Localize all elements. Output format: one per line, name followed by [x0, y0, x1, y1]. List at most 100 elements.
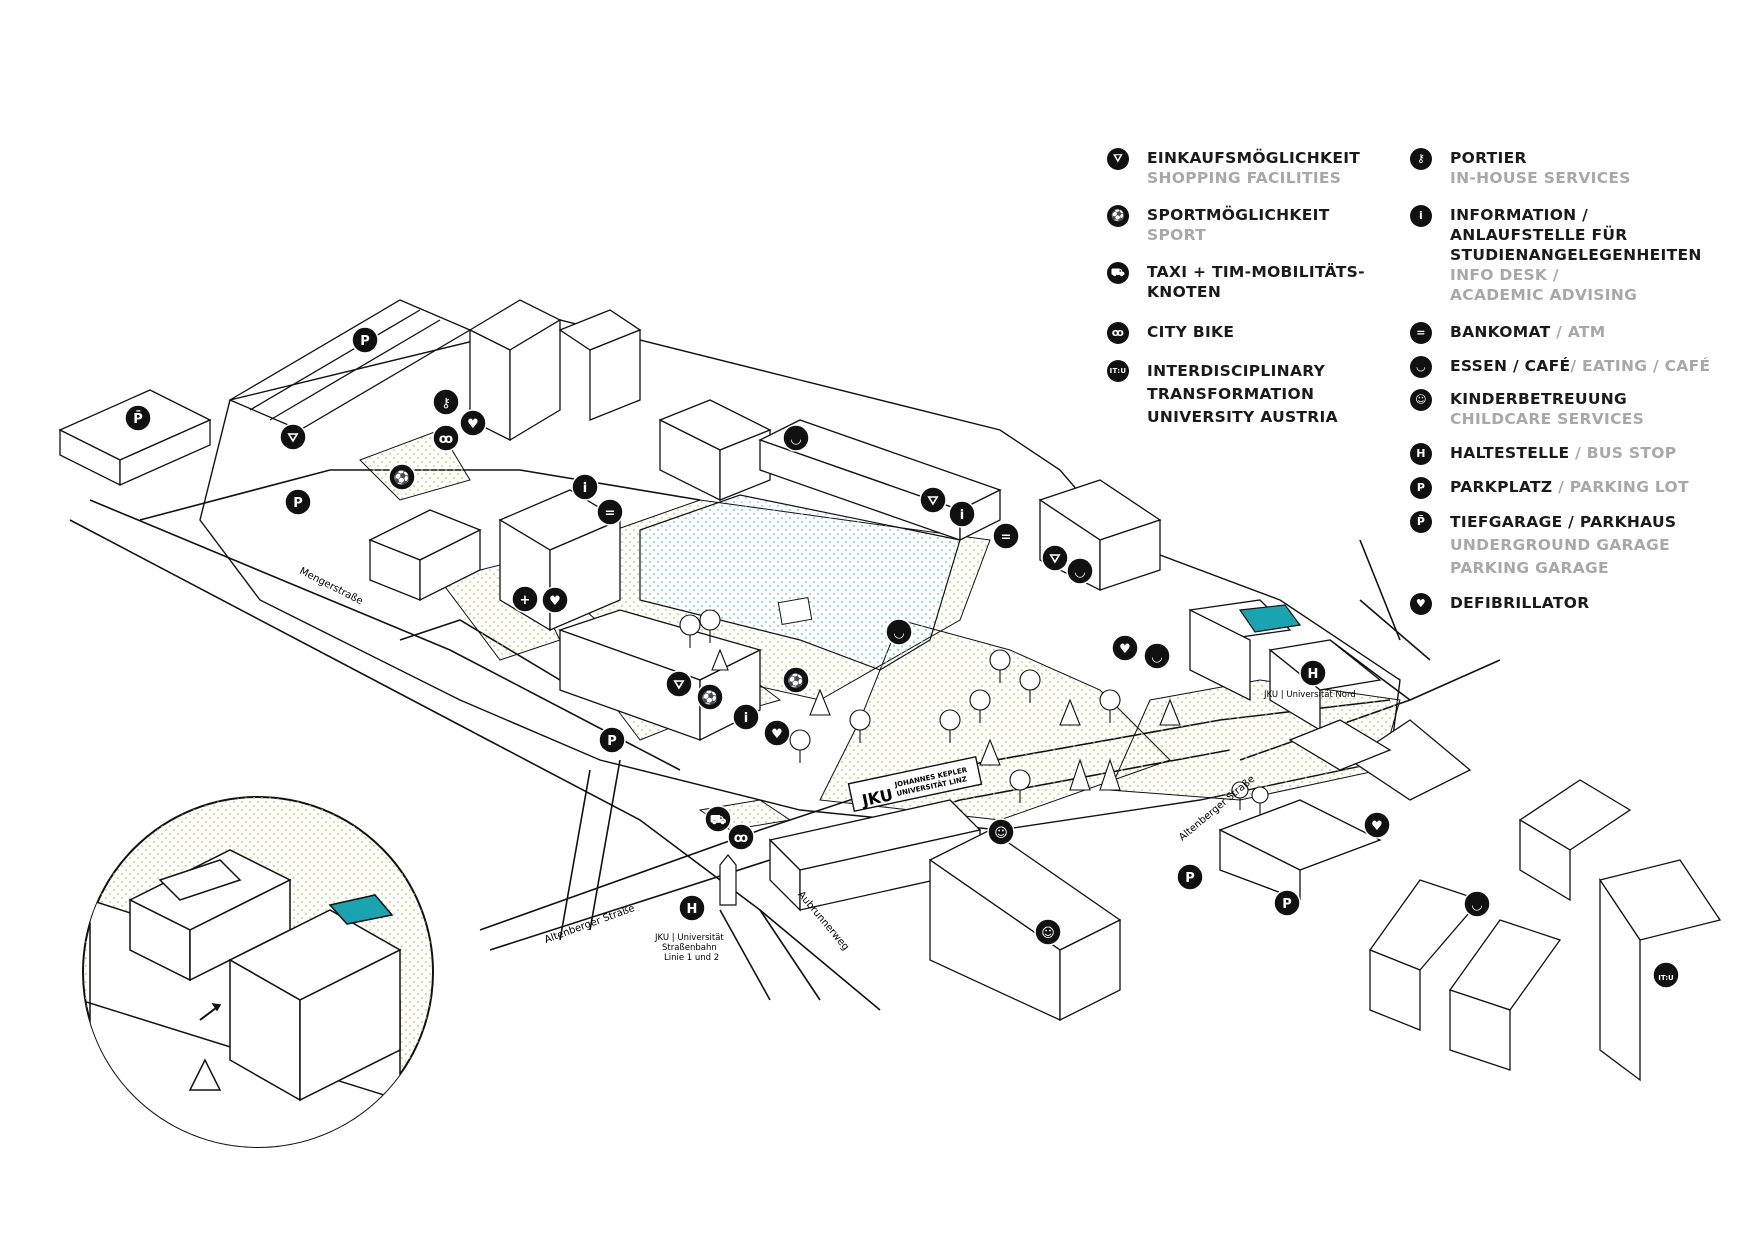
- parking-icon: P: [598, 726, 626, 754]
- medical-cross-icon: +: [511, 585, 539, 613]
- svg-text:=: =: [1001, 530, 1012, 545]
- svg-text:◡: ◡: [1472, 898, 1482, 913]
- svg-text:⚽: ⚽: [787, 673, 804, 689]
- bus-stop-icon: H: [1299, 659, 1327, 687]
- shopping-bag-icon: ⛛: [919, 486, 947, 514]
- defibrillator-icon: ♥: [459, 409, 487, 437]
- svg-text:=: =: [605, 506, 616, 521]
- defibrillator-icon: ♥: [541, 586, 569, 614]
- svg-text:i: i: [960, 508, 964, 523]
- stop-label-tram-line1: JKU | Universität: [654, 933, 724, 943]
- legend-label-de: INTERDISCIPLINARY: [1147, 362, 1326, 380]
- svg-text:P: P: [360, 334, 370, 349]
- key-icon: ⚷: [1410, 148, 1432, 170]
- legend-label-en: SPORT: [1147, 226, 1207, 244]
- stop-label-tram-line2: Straßenbahn: [662, 943, 717, 953]
- svg-text:♥: ♥: [467, 417, 479, 432]
- taxi-icon: ⛟: [1107, 262, 1129, 284]
- legend-label-en: / BUS STOP: [1575, 444, 1677, 462]
- street-label-altenberger-west: Altenberger Straße: [543, 903, 636, 946]
- legend-label-en: SHOPPING FACILITIES: [1147, 169, 1342, 187]
- legend-label-en: UNDERGROUND GARAGE: [1450, 536, 1670, 554]
- football-icon: ⚽: [388, 463, 416, 491]
- atm-icon: =: [992, 522, 1020, 550]
- svg-text:⛛: ⛛: [1049, 552, 1062, 567]
- svg-text:◡: ◡: [1152, 650, 1162, 665]
- svg-text:♥: ♥: [549, 594, 561, 609]
- trees: [679, 609, 1269, 815]
- legend-label-de-line3: STUDIENANGELEGENHEITEN: [1450, 246, 1702, 264]
- parking-icon: P: [1176, 863, 1204, 891]
- svg-text:+: +: [520, 593, 531, 608]
- parking-icon: P: [284, 488, 312, 516]
- legend-label-de: PORTIER: [1450, 149, 1527, 167]
- svg-text:P: P: [1185, 871, 1195, 886]
- svg-text:⚽: ⚽: [701, 690, 718, 706]
- coffee-cup-icon: ◡: [885, 618, 913, 646]
- legend-label-de: KINDERBETREUUNG: [1450, 390, 1628, 408]
- svg-text:♥: ♥: [1371, 819, 1383, 834]
- info-icon: i: [948, 500, 976, 528]
- defibrillator-icon: ♥: [1111, 634, 1139, 662]
- bicycle-icon: ꝏ: [432, 424, 460, 452]
- svg-text:◡: ◡: [894, 626, 904, 641]
- legend-label-en: / EATING / CAFÉ: [1570, 357, 1711, 375]
- coffee-cup-icon: ◡: [1066, 557, 1094, 585]
- bus-stop-icon: H: [678, 894, 706, 922]
- stop-label-universitaet-nord: JKU | Universität Nord: [1263, 690, 1356, 700]
- parking-garage-icon: P̄: [124, 404, 152, 432]
- legend-label-de: CITY BIKE: [1147, 323, 1235, 341]
- it-u-logo-icon: IT:U: [1652, 961, 1680, 989]
- svg-text:⚷: ⚷: [441, 396, 451, 411]
- svg-text:⛟: ⛟: [710, 813, 726, 828]
- svg-text:◡: ◡: [1075, 565, 1085, 580]
- svg-text:i: i: [744, 711, 748, 726]
- legend-label-de: INFORMATION /: [1450, 206, 1589, 224]
- tram-stop-marker: [719, 854, 737, 906]
- legend-label-de: TAXI + TIM-MOBILITÄTS-: [1147, 263, 1365, 281]
- teddy-bear-icon: ☺: [1410, 389, 1432, 411]
- svg-text:ꝏ: ꝏ: [734, 831, 748, 846]
- svg-text:ꝏ: ꝏ: [439, 432, 453, 447]
- svg-text:⛛: ⛛: [927, 494, 940, 509]
- atm-icon: =: [596, 498, 624, 526]
- legend-label-de: DEFIBRILLATOR: [1450, 594, 1590, 612]
- svg-text:⚽: ⚽: [393, 470, 410, 486]
- atm-icon: =: [1410, 322, 1432, 344]
- legend-label-de-line3: UNIVERSITY AUSTRIA: [1147, 408, 1338, 426]
- svg-text:♥: ♥: [771, 727, 783, 742]
- info-icon: i: [732, 703, 760, 731]
- legend-label-en-line2: PARKING GARAGE: [1450, 559, 1609, 577]
- inset-detail-map: [82, 796, 434, 1148]
- parking-icon: P: [1410, 477, 1432, 499]
- svg-text:⛛: ⛛: [673, 678, 686, 693]
- stop-label-tram-line3: Linie 1 und 2: [664, 953, 719, 963]
- coffee-cup-icon: ◡: [1143, 642, 1171, 670]
- legend-label-en: CHILDCARE SERVICES: [1450, 410, 1645, 428]
- svg-text:P: P: [607, 734, 617, 749]
- parking-garage-icon: P̄: [1410, 511, 1432, 533]
- shopping-bag-icon: ⛛: [1107, 148, 1129, 170]
- bicycle-icon: ꝏ: [1107, 322, 1129, 344]
- info-icon: i: [571, 473, 599, 501]
- legend-label-de: BANKOMAT: [1450, 323, 1551, 341]
- defibrillator-icon: ♥: [763, 719, 791, 747]
- buildings: [58, 299, 1722, 1082]
- parking-icon: P: [1273, 889, 1301, 917]
- svg-text:IT:U: IT:U: [1658, 974, 1674, 982]
- shopping-bag-icon: ⛛: [1041, 544, 1069, 572]
- info-icon: i: [1410, 205, 1432, 227]
- svg-text:i: i: [583, 481, 587, 496]
- defibrillator-icon: ♥: [1363, 811, 1391, 839]
- shopping-bag-icon: ⛛: [279, 423, 307, 451]
- key-icon: ⚷: [432, 388, 460, 416]
- teddy-bear-icon: ☺: [987, 818, 1015, 846]
- coffee-cup-icon: ◡: [1463, 890, 1491, 918]
- defibrillator-icon: ♥: [1410, 593, 1432, 615]
- svg-text:⛛: ⛛: [287, 431, 300, 446]
- coffee-cup-icon: ◡: [782, 424, 810, 452]
- svg-text:H: H: [1308, 667, 1319, 682]
- svg-text:P: P: [1282, 897, 1292, 912]
- legend-label-de-line2: KNOTEN: [1147, 283, 1222, 301]
